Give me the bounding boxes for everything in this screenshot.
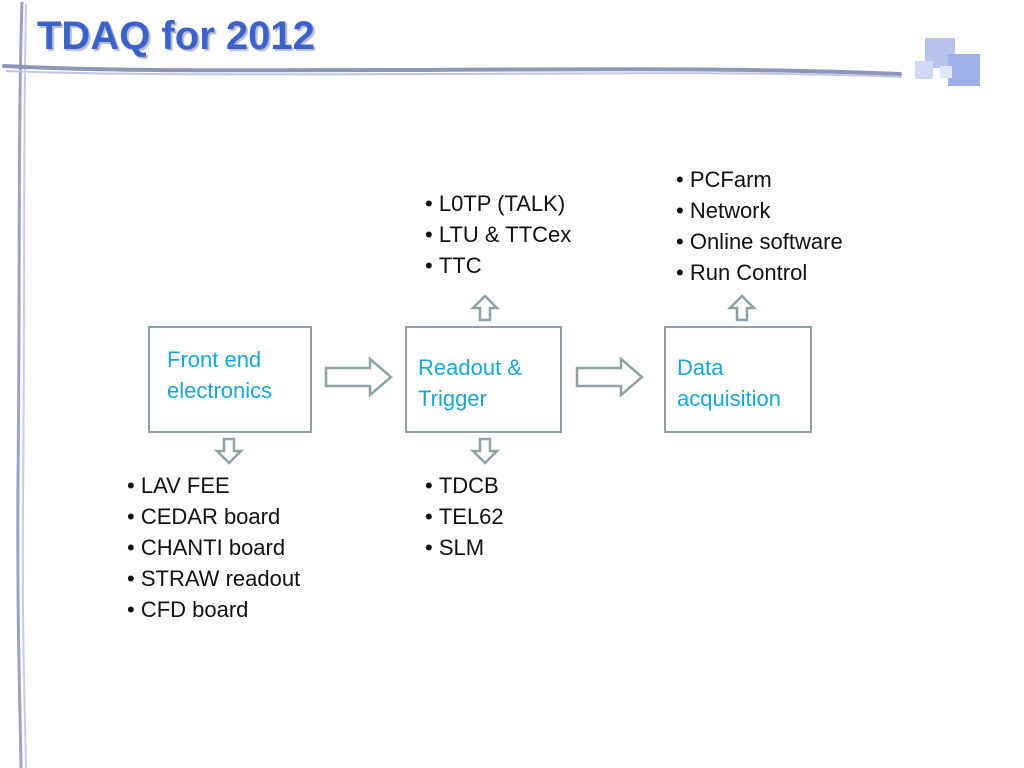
readout-trigger-block: Readout & Trigger — [405, 326, 562, 433]
list-item: TTC — [425, 250, 571, 281]
down-hollow-arrow-icon — [214, 437, 244, 465]
block-label-line-1: Front end — [167, 347, 262, 372]
front-end-electronics-block: Front end electronics — [148, 326, 312, 433]
block-label-line-2: acquisition — [677, 386, 781, 411]
down-hollow-arrow-icon — [470, 437, 500, 465]
right-hollow-arrow-icon — [575, 356, 644, 398]
list-item: CFD board — [127, 594, 300, 625]
list-item: STRAW readout — [127, 563, 300, 594]
corner-squares-icon — [915, 38, 980, 86]
data-acquisition-list: PCFarm Network Online software Run Contr… — [676, 164, 843, 288]
list-item: Run Control — [676, 257, 843, 288]
title-underline — [2, 64, 902, 76]
readout-trigger-board-list: TDCB TEL62 SLM — [425, 470, 504, 563]
list-item: LAV FEE — [127, 470, 300, 501]
list-item: L0TP (TALK) — [425, 188, 571, 219]
list-item: PCFarm — [676, 164, 843, 195]
right-hollow-arrow-icon — [324, 356, 393, 398]
list-item: Online software — [676, 226, 843, 257]
list-item: Network — [676, 195, 843, 226]
left-frame-line — [16, 1, 24, 768]
title-underline-shadow — [5, 70, 903, 78]
up-hollow-arrow-icon — [727, 294, 757, 322]
block-label-line-2: Trigger — [418, 386, 487, 411]
block-label-line-1: Data — [677, 355, 724, 380]
block-label-line-2: electronics — [167, 378, 273, 403]
up-hollow-arrow-icon — [470, 294, 500, 322]
list-item: LTU & TTCex — [425, 219, 571, 250]
slide-title: TDAQ for 2012 — [37, 14, 315, 58]
block-label-line-1: Readout & — [418, 355, 522, 380]
list-item: CHANTI board — [127, 532, 300, 563]
data-acquisition-block: Data acquisition — [664, 326, 812, 433]
list-item: TEL62 — [425, 501, 504, 532]
list-item: SLM — [425, 532, 504, 563]
list-item: TDCB — [425, 470, 504, 501]
list-item: CEDAR board — [127, 501, 300, 532]
left-frame-line-shadow — [21, 3, 27, 768]
readout-trigger-upstream-list: L0TP (TALK) LTU & TTCex TTC — [425, 188, 571, 281]
front-end-list: LAV FEE CEDAR board CHANTI board STRAW r… — [127, 470, 300, 625]
